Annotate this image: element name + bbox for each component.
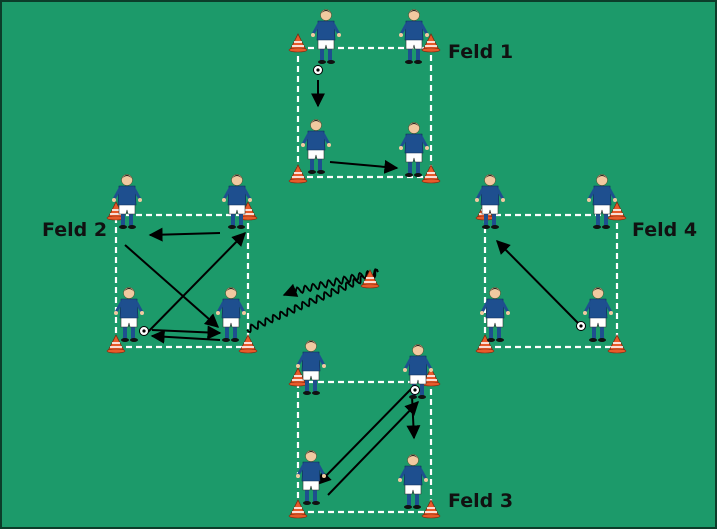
field-label-2: Feld 2 [42,219,107,241]
field-label-4: Feld 4 [632,219,697,241]
field-label-3: Feld 3 [448,490,513,512]
ball-icon [411,386,420,395]
ball-icon [140,327,149,336]
ball-icon [577,322,586,331]
ball-icon [314,66,323,75]
field-label-1: Feld 1 [448,41,513,63]
